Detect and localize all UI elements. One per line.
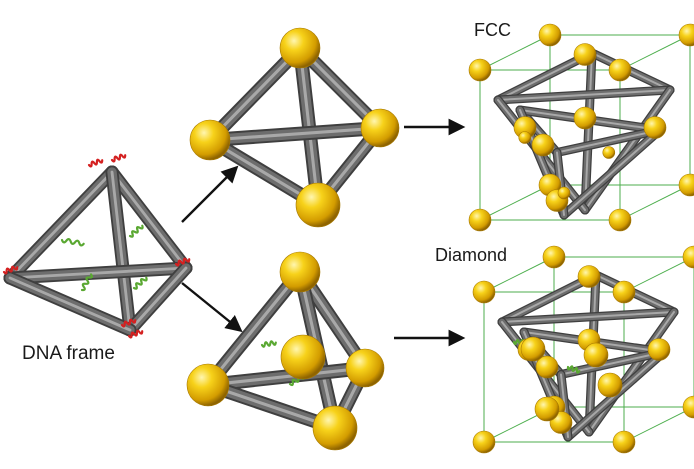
gold-sphere [189, 119, 231, 161]
corner-gold-sphere [608, 58, 632, 82]
small-gold-sphere [518, 131, 532, 144]
corner-gold-sphere [612, 280, 636, 304]
dna-rod [201, 378, 342, 435]
dna-rod [497, 307, 679, 327]
lattice-edge [623, 256, 694, 293]
face-gold-sphere [535, 355, 559, 379]
arrows-layer [181, 118, 466, 347]
sticky-end-icon [127, 329, 144, 339]
spheres-layer [186, 23, 694, 454]
lattice-edge [479, 184, 551, 221]
corner-gold-sphere [472, 430, 496, 454]
gold-sphere [360, 108, 400, 148]
dna-rod [203, 121, 387, 147]
face-gold-sphere [643, 116, 667, 139]
lattice-edge [483, 256, 555, 293]
dna-rod [556, 347, 669, 379]
lattice-edge [623, 406, 694, 443]
dna-linker-icon [80, 273, 94, 292]
corner-gold-sphere [538, 23, 562, 47]
dna-rod [105, 165, 193, 275]
dna-frame-label: DNA frame [22, 343, 115, 364]
corner-gold-sphere [682, 395, 694, 419]
dna-linker-icon [60, 238, 85, 247]
small-gold-sphere [602, 146, 616, 159]
sticky-end-icon [120, 318, 137, 328]
dna-rod [201, 361, 372, 392]
dna-linker-icon [132, 276, 148, 290]
interior-gold-sphere [583, 342, 609, 368]
dna-linker-icon [260, 340, 277, 348]
interior-gold-sphere [520, 336, 546, 362]
interior-gold-sphere [597, 372, 623, 398]
gold-sphere [345, 348, 385, 388]
face-gold-sphere [577, 265, 601, 288]
dna-rod [580, 85, 675, 215]
dna-linker-icon [566, 365, 581, 374]
dna-rod [559, 125, 665, 220]
dna-rod [493, 85, 675, 105]
corner-gold-sphere [678, 23, 694, 47]
dna-rod [584, 307, 679, 437]
face-gold-sphere [531, 133, 555, 157]
gold-sphere [295, 182, 341, 228]
corner-gold-sphere [468, 208, 492, 232]
sticky-end-icon [110, 153, 127, 163]
corner-gold-sphere [678, 173, 694, 197]
corner-gold-sphere [472, 280, 496, 304]
lattice-edge [619, 34, 691, 71]
interior-gold-sphere [534, 396, 560, 422]
dna-rod [580, 48, 597, 215]
sticky-end-icon [174, 257, 191, 267]
corner-gold-sphere [542, 245, 566, 269]
center-gold-sphere [280, 334, 326, 380]
face-gold-sphere [647, 338, 671, 361]
dna-rod [105, 165, 137, 337]
face-gold-sphere [573, 43, 597, 66]
diamond-label: Diamond [435, 245, 508, 265]
gold-sphere [186, 363, 230, 407]
dna-rod [201, 265, 307, 392]
gold-sphere [279, 251, 321, 293]
gold-sphere [279, 27, 321, 69]
lattice-edge [479, 34, 551, 71]
lattice-edge [619, 184, 691, 221]
small-gold-sphere [557, 186, 571, 200]
sticky-end-icon [2, 265, 19, 275]
corner-gold-sphere [468, 58, 492, 82]
dna-rod [3, 165, 119, 285]
face-gold-sphere [573, 106, 597, 130]
dna-rod [3, 271, 137, 337]
dna-rod [123, 261, 193, 337]
gold-sphere [312, 405, 358, 451]
dna-rod [203, 41, 307, 147]
corner-gold-sphere [612, 430, 636, 454]
rods-layer [3, 41, 679, 442]
linkers-layer [2, 153, 581, 387]
fcc-label: FCC [474, 20, 511, 40]
dna-linker-icon [128, 224, 144, 238]
right-arrow-icon [181, 165, 239, 223]
corner-gold-sphere [608, 208, 632, 232]
corner-gold-sphere [682, 245, 694, 269]
dna-rod [552, 125, 665, 157]
dna-rod [3, 261, 193, 285]
sticky-end-icon [87, 158, 104, 168]
right-arrow-icon [181, 282, 243, 333]
